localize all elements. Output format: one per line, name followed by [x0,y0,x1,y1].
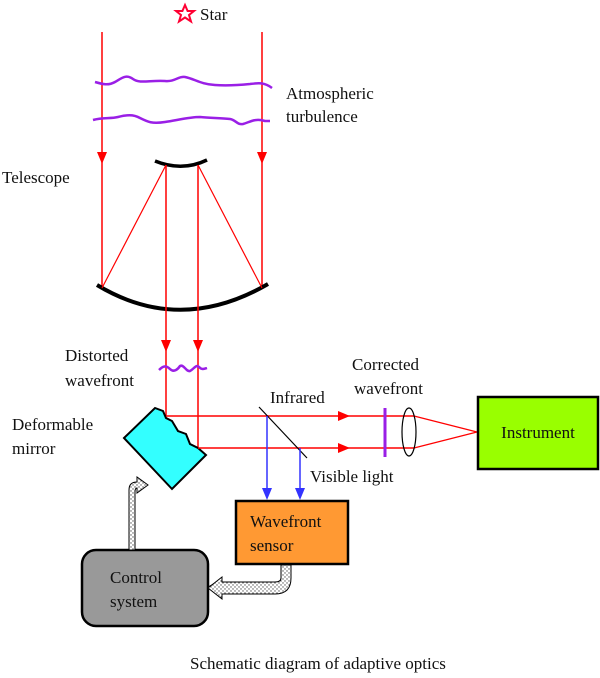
lens [401,407,417,457]
turbulence-wave-1 [94,75,273,90]
deformable-mirror [122,406,208,491]
wfs-label-2: sensor [250,536,294,555]
reflected-ray [197,164,263,289]
ray-arrow [97,152,107,164]
atmospheric-label: Atmospheric [286,84,374,103]
ray-arrow [338,443,350,453]
ray-arrow [257,152,267,164]
mirror-label: mirror [12,439,56,458]
visible-light-label: Visible light [310,467,394,486]
beam-splitter [258,406,308,459]
turbulence-label: turbulence [286,107,358,126]
deformable-label: Deformable [12,415,93,434]
ray-arrow [295,488,305,500]
ray-arrow [262,488,272,500]
ray-arrow [161,340,171,352]
wavefront-label: wavefront [65,371,134,390]
instrument-label: Instrument [501,423,575,442]
figure-caption: Schematic diagram of adaptive optics [190,654,446,673]
distorted-label: Distorted [65,346,129,365]
telescope-label: Telescope [2,168,70,187]
reflected-ray [101,164,167,289]
control-label-1: Control [110,568,162,587]
star-icon [173,2,197,24]
wfs-label-1: Wavefront [250,512,322,531]
control-system-box [80,548,210,628]
ray-arrow [193,340,203,352]
star-label: Star [200,5,228,24]
corrected-label: Corrected [352,355,420,374]
control-arrow-to-mirror [128,476,149,551]
secondary-mirror [154,158,208,168]
primary-mirror [95,282,270,312]
distorted-wavefront [158,364,208,373]
ray-arrow [338,411,350,421]
corrected-wavefront-label: wavefront [354,379,423,398]
feedback-arrow-sensor-to-control [207,564,292,601]
focus-ray [413,431,478,449]
infrared-label: Infrared [270,388,325,407]
wavefront-sensor-box [234,499,350,566]
control-label-2: system [110,592,157,611]
turbulence-wave-2 [92,114,270,126]
focus-ray [413,415,478,433]
instrument-box [476,395,600,471]
